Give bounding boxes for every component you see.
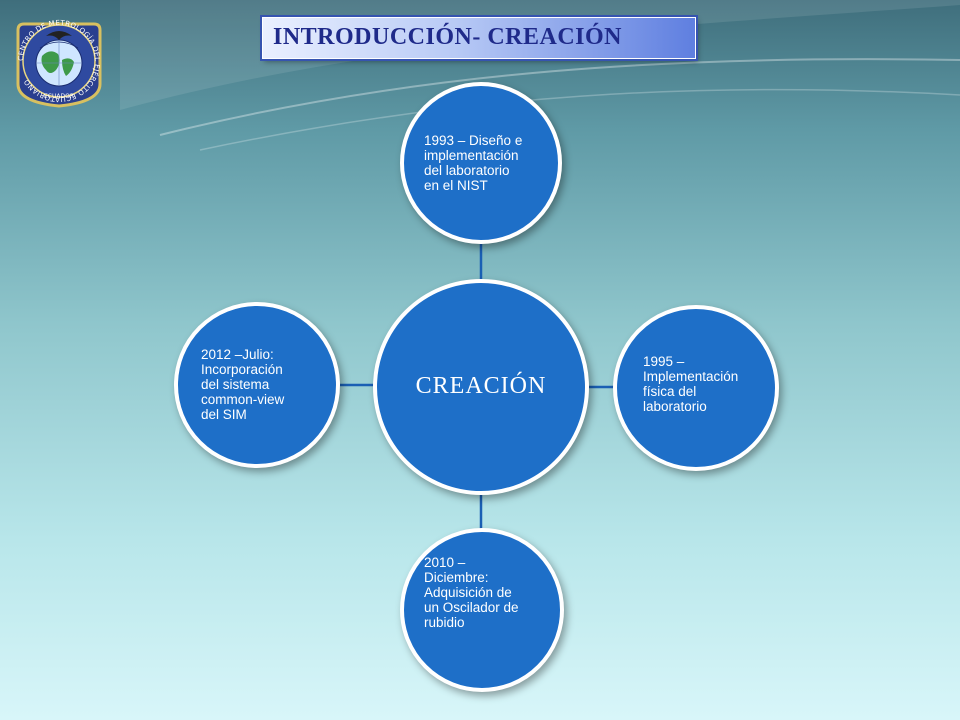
node-1993-label: 1993 – Diseño e implementación del labor… [424, 133, 523, 193]
node-2012-label: 2012 –Julio: Incorporación del sistema c… [201, 347, 285, 422]
page-title: INTRODUCCIÓN- CREACIÓN [273, 24, 623, 50]
node-1995: 1995 – Implementación física del laborat… [613, 305, 779, 471]
metrology-center-logo: CENTRO DE METROLOGÍA DEL EJÉRCITO ECUATO… [12, 14, 106, 108]
center-node-label: CREACIÓN [415, 373, 547, 399]
title-box: INTRODUCCIÓN- CREACIÓN [262, 17, 696, 59]
node-2012: 2012 –Julio: Incorporación del sistema c… [174, 302, 340, 468]
node-1995-label: 1995 – Implementación física del laborat… [643, 354, 739, 414]
node-2010-label: 2010 – Diciembre: Adquisición de un Osci… [424, 555, 519, 630]
center-node: CREACIÓN [373, 279, 589, 495]
node-2010: 2010 – Diciembre: Adquisición de un Osci… [400, 528, 564, 692]
node-1993: 1993 – Diseño e implementación del labor… [400, 82, 562, 244]
logo-bottom-text: ECUADOR [44, 93, 74, 100]
